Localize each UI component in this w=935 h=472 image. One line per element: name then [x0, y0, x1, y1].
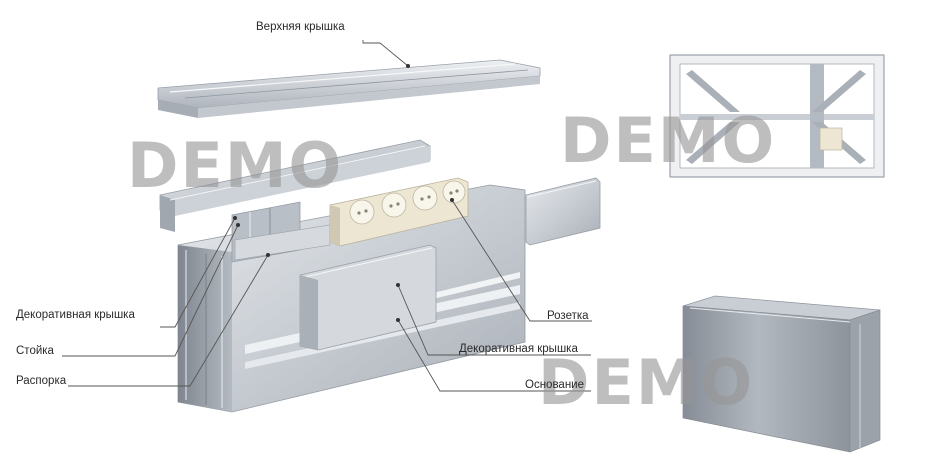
top-cover-part [157, 59, 541, 118]
leader-top-cover [362, 40, 409, 67]
leader-base [397, 319, 591, 392]
decorative-cover-left-part [159, 139, 431, 232]
watermark-demo-middle: DEMO [560, 104, 777, 177]
leader-dots [233, 64, 454, 322]
label-socket: Розетка [547, 310, 589, 322]
leader-deco-right [397, 284, 591, 356]
leader-deco-left [160, 217, 236, 328]
leader-lines [62, 40, 592, 392]
decorative-cover-right-part [525, 177, 601, 246]
leader-socket [451, 199, 592, 322]
leader-spacer [68, 254, 269, 387]
decorative-cover-front-part [299, 244, 437, 351]
watermark-demo-bottom: DEMO [538, 346, 755, 419]
label-top-cover: Верхняя крышка [256, 21, 345, 33]
label-spacer: Распорка [16, 375, 67, 387]
leader-post [62, 224, 239, 357]
label-decorative-cover-left: Декоративная крышка [16, 309, 135, 321]
label-decorative-cover-right: Декоративная крышка [459, 343, 578, 355]
spacer-part [234, 224, 331, 261]
section-view [669, 54, 885, 178]
assembled-channel [682, 295, 881, 453]
label-base: Основание [525, 379, 584, 391]
socket-part [329, 177, 469, 247]
label-post: Стойка [16, 345, 54, 357]
watermark-demo-left: DEMO [127, 129, 344, 202]
